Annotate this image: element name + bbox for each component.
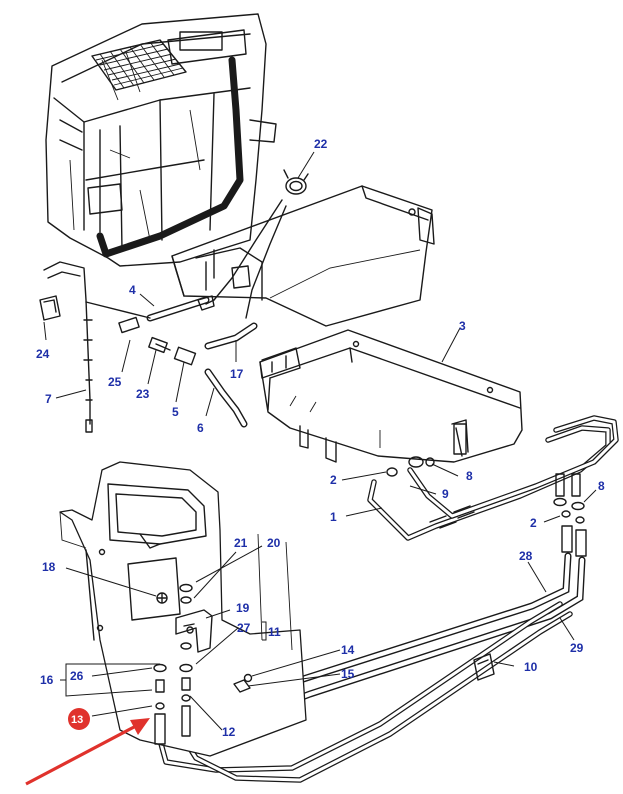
callout-2a: 2	[330, 473, 337, 487]
callout-27: 27	[237, 621, 251, 635]
callout-16: 16	[40, 673, 54, 687]
callout-6: 6	[197, 421, 204, 435]
callout-20: 20	[267, 536, 281, 550]
callout-13: 13	[71, 714, 83, 726]
callout-8b: 8	[598, 479, 605, 493]
callout-1: 1	[330, 510, 337, 524]
highlight-badge	[68, 708, 90, 730]
clip-24	[39, 295, 61, 321]
callout-17: 17	[230, 367, 244, 381]
highlight-arrow	[25, 724, 137, 786]
filter-bracket	[153, 583, 253, 745]
callout-26: 26	[70, 669, 84, 683]
callout-25: 25	[108, 375, 122, 389]
fuel-tank	[259, 329, 523, 463]
callout-2b: 2	[530, 516, 537, 530]
fuel-hoses	[118, 295, 258, 428]
hose-clip-22	[283, 169, 309, 195]
drain-tube	[43, 261, 151, 433]
callout-21: 21	[234, 536, 248, 550]
callout-15: 15	[341, 667, 355, 681]
callout-3: 3	[459, 319, 466, 333]
callout-9: 9	[442, 487, 449, 501]
callout-12: 12	[222, 725, 236, 739]
callout-24: 24	[36, 347, 50, 361]
callout-19: 19	[236, 601, 250, 615]
callout-29: 29	[570, 641, 584, 655]
tank-fittings	[386, 456, 435, 477]
cab-frame	[45, 13, 277, 267]
leader-lines	[43, 151, 597, 731]
callout-22: 22	[314, 137, 328, 151]
highlight-arrowhead	[130, 718, 150, 735]
callout-23: 23	[136, 387, 150, 401]
highlight	[25, 708, 150, 786]
floor-lines	[157, 601, 573, 783]
callout-18: 18	[42, 560, 56, 574]
clip-10	[473, 653, 495, 681]
callout-labels: 22 4 3 24 7 25 23 5 17 6 2 8 9 1 8 2 28 …	[36, 137, 605, 739]
callout-10: 10	[524, 660, 538, 674]
callout-8a: 8	[466, 469, 473, 483]
pipes-1-9	[367, 415, 619, 541]
callout-5: 5	[172, 405, 179, 419]
bulkhead-panel	[59, 461, 307, 757]
callout-7: 7	[45, 392, 52, 406]
callout-11: 11	[268, 625, 281, 639]
callout-28: 28	[519, 549, 533, 563]
callout-4: 4	[129, 283, 136, 297]
callout-14: 14	[341, 643, 355, 657]
